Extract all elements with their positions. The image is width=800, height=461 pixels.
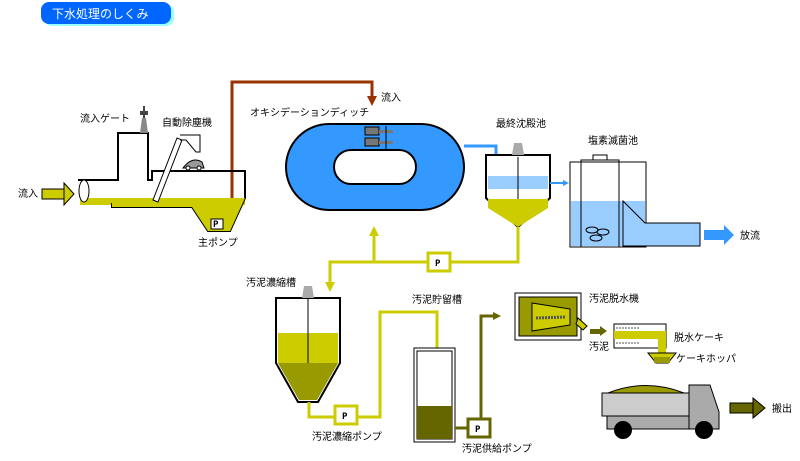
sludge-dewatering-machine: [514, 292, 607, 341]
inflow-channel: P: [78, 132, 246, 232]
label-dewatered-cake: 脱水ケーキ: [674, 331, 724, 344]
thickener-pump-line: P: [307, 310, 442, 426]
label-discharge: 放流: [740, 229, 760, 242]
label-final-settling: 最終沈殿池: [496, 117, 546, 130]
title-badge: 下水処理のしくみ: [41, 2, 174, 26]
label-sludge-storage: 汚泥貯留槽: [412, 293, 462, 306]
label-main-pump: 主ポンプ: [198, 237, 238, 249]
label-inflow-top: 流入: [381, 91, 401, 104]
label-auto-screen: 自動除塵機: [162, 116, 212, 129]
label-sludge: 汚泥: [589, 340, 609, 353]
discharge-arrow: [704, 225, 734, 245]
truck-icon: [601, 384, 720, 439]
return-sludge-line: P: [325, 226, 520, 292]
final-settling-tank: [485, 143, 569, 229]
label-feed-pump: 汚泥供給ポンプ: [462, 442, 532, 455]
label-cake-hopper: ケーキホッパ: [676, 353, 736, 365]
page-title: 下水処理のしくみ: [52, 7, 148, 21]
inflow-arrow-left: [41, 181, 75, 207]
sludge-storage-tank: [413, 347, 456, 443]
label-carry-out: 搬出: [772, 402, 792, 415]
auto-screen-icon: [152, 134, 205, 203]
sludge-thickener: [275, 286, 341, 403]
label-inflow-left: 流入: [18, 187, 38, 200]
oxidation-ditch: [285, 123, 465, 211]
cake-conveyor: [613, 323, 678, 364]
inflow-gate-icon: [140, 106, 148, 133]
label-thickener-pump: 汚泥濃縮ポンプ: [312, 430, 382, 443]
main-pump-symbol: P: [213, 220, 219, 230]
feed-pump-symbol: P: [475, 425, 481, 435]
label-inflow-gate: 流入ゲート: [80, 112, 130, 125]
raw-sewage-pipe: [230, 80, 377, 205]
chlorine-tank: [569, 154, 701, 248]
feed-pump-line: P: [455, 312, 501, 439]
carry-out-arrow: [729, 396, 766, 420]
return-pump-symbol: P: [435, 259, 441, 269]
label-sludge-thickener: 汚泥濃縮槽: [246, 276, 296, 289]
label-chlorine-tank: 塩素滅菌池: [588, 134, 638, 147]
thickener-pump-symbol: P: [342, 412, 348, 422]
label-sludge-dewatering: 汚泥脱水機: [589, 292, 639, 305]
label-oxidation-ditch: オキシデーションディッチ: [250, 106, 369, 119]
